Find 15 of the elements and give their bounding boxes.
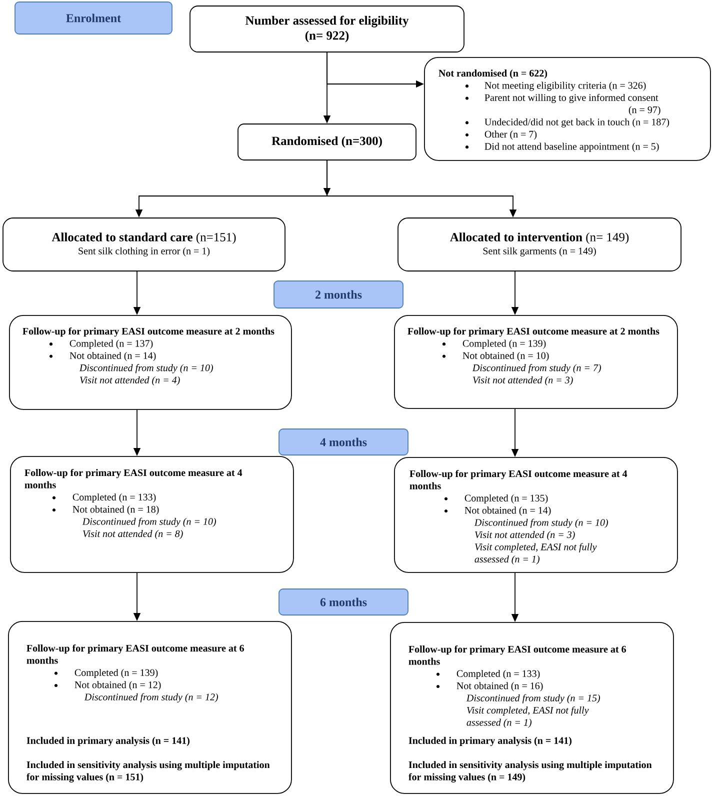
flow-box: Follow-up for primary EASI outcome measure at 2 months Completed (n = 137) Not obtained (n = 14) Discontinued from study (n = 10) Visit not attended (n = 4) <box>9 315 292 410</box>
stage-box: 2 months <box>274 280 404 308</box>
flow-box: Follow-up for primary EASI outcome measure at 4 months Completed (n = 133) Not obtained (n = 18) Discontinued from study (n = 10) Visit not attended (n = 8) <box>10 456 294 573</box>
flow-box: Number assessed for eligibility (n= 922) <box>190 6 464 52</box>
stage-box: 4 months <box>278 428 408 456</box>
flow-box: Not randomised (n = 622) Not meeting eligibility criteria (n = 326) Parent not willing to give informed consent (n = 97) Undecided/did not get back in touch (n = 187) Other (n = 7) Did not attend baseline appointment (n = 5) <box>424 57 711 161</box>
flow-box: Follow-up for primary EASI outcome measure at 2 months Completed (n = 139) Not obtained (n = 10) Discontinued from study (n = 7) Visit not attended (n = 3) <box>394 315 678 409</box>
flow-box: Allocated to standard care (n=151) Sent silk clothing in error (n = 1) <box>2 218 286 272</box>
flow-box: Follow-up for primary EASI outcome measure at 6 months Completed (n = 133) Not obtained (n = 16) Discontinued from study (n = 15) Visit completed, EASI not fully assessed (n = 1) Included in primary analysis (n = 141) Included in sensitivity analysis using multiple imputation for missing values (n = 149) <box>390 622 674 794</box>
flow-box: Allocated to intervention (n= 149) Sent silk garments (n = 149) <box>398 218 682 272</box>
flow-box: Follow-up for primary EASI outcome measure at 6 months Completed (n = 139) Not obtained (n = 12) Discontinued from study (n = 12) Included in primary analysis (n = 141) Included in sensitivity analysis using multiple imputation for missing values (n = 151) <box>8 621 292 794</box>
stage-box: 6 months <box>278 588 408 616</box>
flow-box: Follow-up for primary EASI outcome measure at 4 months Completed (n = 135) Not obtained (n = 14) Discontinued from study (n = 10) Visit not attended (n = 3) Visit completed, EASI not fully assessed (n = 1) <box>394 457 678 573</box>
flow-box: Randomised (n=300) <box>238 124 416 160</box>
stage-box: Enrolment <box>14 2 172 34</box>
